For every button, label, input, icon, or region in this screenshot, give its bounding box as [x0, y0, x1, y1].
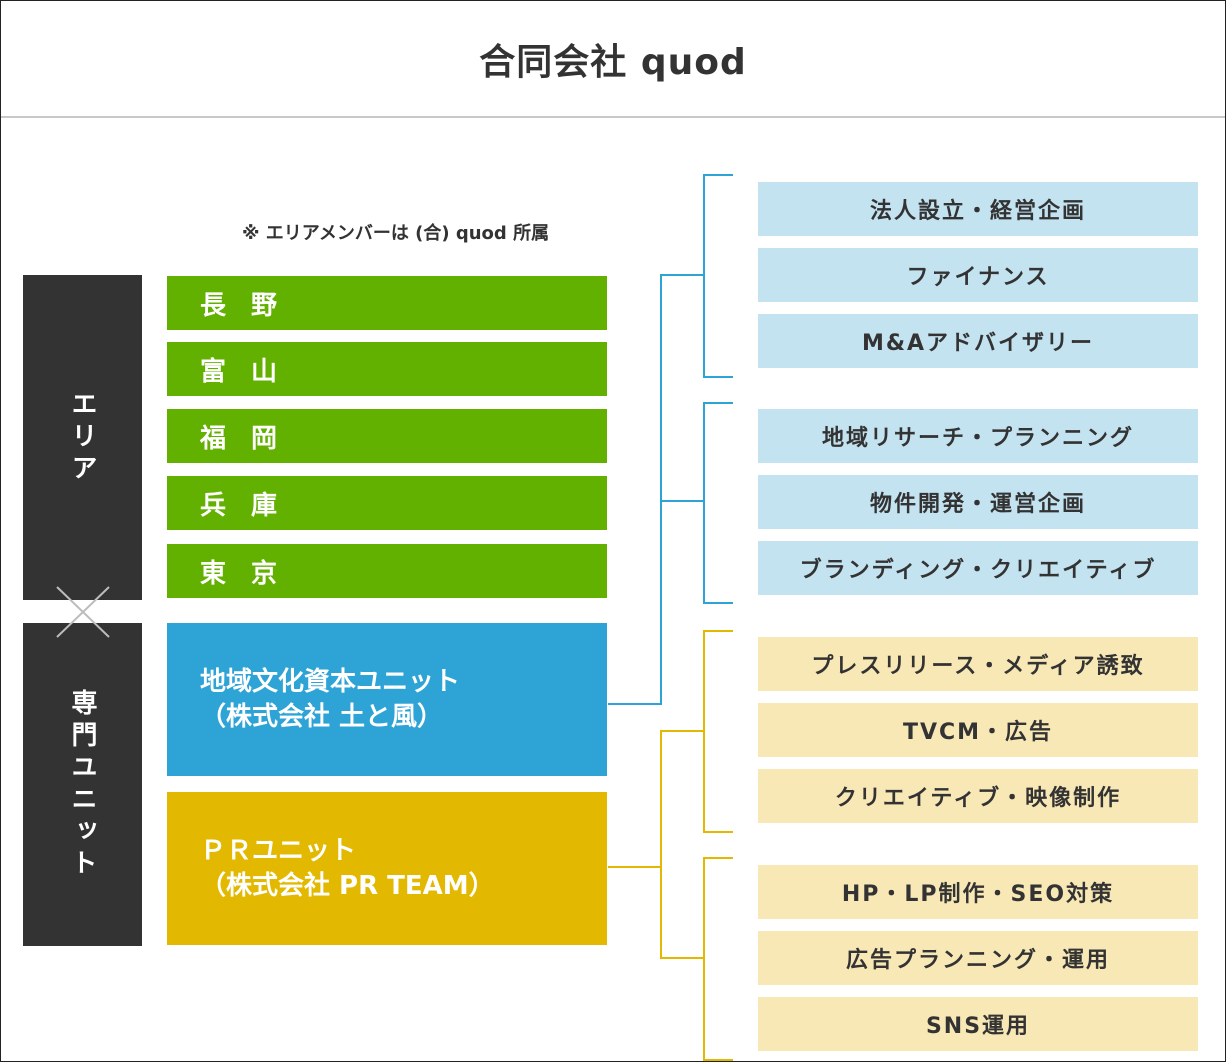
cross-icon	[56, 586, 110, 638]
area-membership-note: ※ エリアメンバーは (合) quod 所属	[242, 223, 550, 244]
area-label: 長 野	[200, 290, 286, 321]
service-item: 法人設立・経営企画	[758, 182, 1198, 236]
service-label: クリエイティブ・映像制作	[834, 786, 1122, 811]
service-label: 物件開発・運営企画	[869, 492, 1086, 517]
area-toyama: 富 山	[167, 342, 607, 396]
service-item: ファイナンス	[758, 248, 1198, 302]
area-fukuoka: 福 岡	[167, 409, 607, 463]
header: 合同会社 quod	[1, 1, 1225, 118]
page-title: 合同会社 quod	[479, 41, 747, 83]
service-item: 広告プランニング・運用	[758, 931, 1198, 985]
unit-company: （株式会社 PR TEAM）	[200, 870, 495, 901]
service-item: 物件開発・運営企画	[758, 475, 1198, 529]
service-label: ブランディング・クリエイティブ	[799, 558, 1157, 583]
service-item: M&Aアドバイザリー	[758, 314, 1198, 368]
service-item: クリエイティブ・映像制作	[758, 769, 1198, 823]
area-label: 福 岡	[200, 423, 286, 454]
unit-pr: ＰＲユニット （株式会社 PR TEAM）	[167, 792, 607, 945]
service-label: 広告プランニング・運用	[845, 948, 1110, 973]
unit-name: 地域文化資本ユニット	[200, 666, 461, 697]
units-side-label-text: 専門ユニット	[67, 688, 97, 881]
unit-culture-capital: 地域文化資本ユニット （株式会社 土と風）	[167, 623, 607, 776]
service-label: M&Aアドバイザリー	[861, 331, 1095, 356]
service-label: ファイナンス	[906, 265, 1050, 290]
area-label: 富 山	[200, 356, 286, 387]
units-side-label: 専門ユニット	[23, 623, 142, 946]
service-label: プレスリリース・メディア誘致	[811, 654, 1145, 679]
area-side-label-text: エリア	[67, 389, 97, 486]
area-tokyo: 東 京	[167, 544, 607, 598]
service-label: TVCM・広告	[902, 720, 1054, 745]
unit-company: （株式会社 土と風）	[200, 701, 444, 732]
service-label: 地域リサーチ・プランニング	[821, 426, 1134, 451]
service-label: HP・LP制作・SEO対策	[841, 882, 1115, 907]
service-item: SNS運用	[758, 997, 1198, 1051]
area-label: 兵 庫	[200, 490, 286, 521]
service-item: ブランディング・クリエイティブ	[758, 541, 1198, 595]
area-hyogo: 兵 庫	[167, 476, 607, 530]
area-label: 東 京	[200, 558, 286, 589]
service-item: TVCM・広告	[758, 703, 1198, 757]
area-side-label: エリア	[23, 275, 142, 600]
service-label: SNS運用	[925, 1014, 1031, 1039]
service-label: 法人設立・経営企画	[869, 199, 1086, 224]
unit-name: ＰＲユニット	[200, 835, 357, 866]
service-item: 地域リサーチ・プランニング	[758, 409, 1198, 463]
service-item: プレスリリース・メディア誘致	[758, 637, 1198, 691]
service-item: HP・LP制作・SEO対策	[758, 865, 1198, 919]
area-nagano: 長 野	[167, 276, 607, 330]
